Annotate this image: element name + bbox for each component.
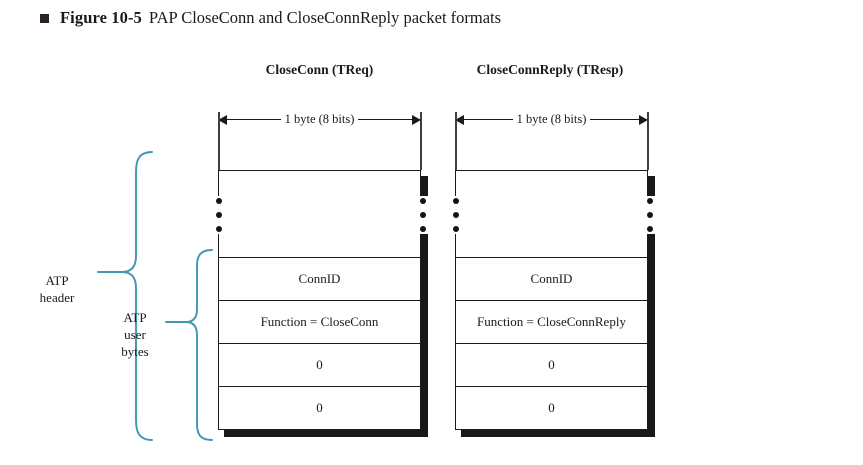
atp-user-bytes-label: ATP user bytes [104, 309, 166, 360]
packet-field-label: Function = CloseConn [260, 314, 379, 329]
ellipsis-break-right [413, 196, 433, 234]
arrow-right-icon [639, 114, 648, 125]
box-shadow-bottom [224, 430, 428, 437]
ellipsis-dot-icon [420, 198, 426, 204]
dimension-ruler-left: 1 byte (8 bits) [218, 110, 421, 130]
figure-number: Figure 10-5 [60, 8, 142, 27]
extension-tick [455, 112, 457, 170]
extension-tick [218, 112, 220, 170]
atp-user-bytes-brace [185, 249, 213, 441]
packet-truncated-section [219, 171, 420, 257]
packet-field-row: Function = CloseConnReply [456, 300, 647, 343]
atp-user-bytes-label-line2: user [124, 327, 146, 342]
ellipsis-dot-icon [216, 226, 222, 232]
ellipsis-dot-icon [453, 226, 459, 232]
packet-field-label: 0 [548, 357, 555, 372]
ellipsis-dot-icon [420, 226, 426, 232]
packet-field-row: 0 [219, 386, 420, 429]
packet-diagram-closeconnreply: ConnID Function = CloseConnReply 0 0 [449, 170, 660, 437]
packet-field-label: Function = CloseConnReply [477, 314, 626, 329]
packet-field-row: 0 [456, 386, 647, 429]
packet-diagram-closeconn: ConnID Function = CloseConn 0 0 [212, 170, 433, 437]
ruler-label-wrap: 1 byte (8 bits) [455, 110, 648, 129]
packet-field-row: 0 [456, 343, 647, 386]
packet-field-label: 0 [316, 357, 323, 372]
packet-field-row: 0 [219, 343, 420, 386]
packet-body: ConnID Function = CloseConnReply 0 0 [455, 170, 648, 430]
ellipsis-dot-icon [453, 212, 459, 218]
packet-field-label: 0 [548, 400, 555, 415]
dimension-ruler-right: 1 byte (8 bits) [455, 110, 648, 130]
atp-header-label-line1: ATP [45, 273, 69, 288]
atp-user-bytes-label-line3: bytes [121, 344, 149, 359]
box-shadow-right [421, 176, 428, 437]
atp-header-label-line2: header [39, 290, 75, 305]
arrow-left-icon [455, 114, 464, 125]
arrow-left-icon [218, 114, 227, 125]
ellipsis-dot-icon [453, 198, 459, 204]
packet-title-closeconn: CloseConn (TReq) [265, 62, 374, 77]
ruler-label-text: 1 byte (8 bits) [512, 112, 591, 126]
packet-truncated-section [456, 171, 647, 257]
box-shadow-right [648, 176, 655, 437]
packet-field-label: 0 [316, 400, 323, 415]
packet-field-row: ConnID [219, 257, 420, 300]
ellipsis-break-left [212, 196, 226, 234]
arrow-right-icon [412, 114, 421, 125]
ruler-label-wrap: 1 byte (8 bits) [218, 110, 421, 129]
square-bullet-icon [40, 13, 49, 23]
packet-field-list: ConnID Function = CloseConnReply 0 0 [456, 257, 647, 429]
ruler-label-text: 1 byte (8 bits) [280, 112, 359, 126]
packet-title-closeconnreply: CloseConnReply (TResp) [476, 62, 624, 77]
packet-body: ConnID Function = CloseConn 0 0 [218, 170, 421, 430]
ellipsis-dot-icon [216, 198, 222, 204]
box-shadow-bottom [461, 430, 655, 437]
packet-field-row: Function = CloseConn [219, 300, 420, 343]
ellipsis-dot-icon [647, 198, 653, 204]
atp-header-label: ATP header [18, 272, 96, 306]
ellipsis-dot-icon [420, 212, 426, 218]
ellipsis-dot-icon [647, 226, 653, 232]
ellipsis-dot-icon [647, 212, 653, 218]
ellipsis-dot-icon [216, 212, 222, 218]
extension-tick [647, 112, 649, 170]
packet-field-label: ConnID [298, 271, 341, 286]
atp-user-bytes-label-line1: ATP [123, 310, 147, 325]
atp-header-brace [121, 151, 153, 441]
packet-field-row: ConnID [456, 257, 647, 300]
ellipsis-break-right [640, 196, 660, 234]
packet-field-list: ConnID Function = CloseConn 0 0 [219, 257, 420, 429]
figure-caption: Figure 10-5 PAP CloseConn and CloseConnR… [40, 8, 501, 28]
figure-title: PAP CloseConn and CloseConnReply packet … [148, 8, 502, 27]
ellipsis-break-left [449, 196, 463, 234]
packet-field-label: ConnID [530, 271, 573, 286]
extension-tick [420, 112, 422, 170]
